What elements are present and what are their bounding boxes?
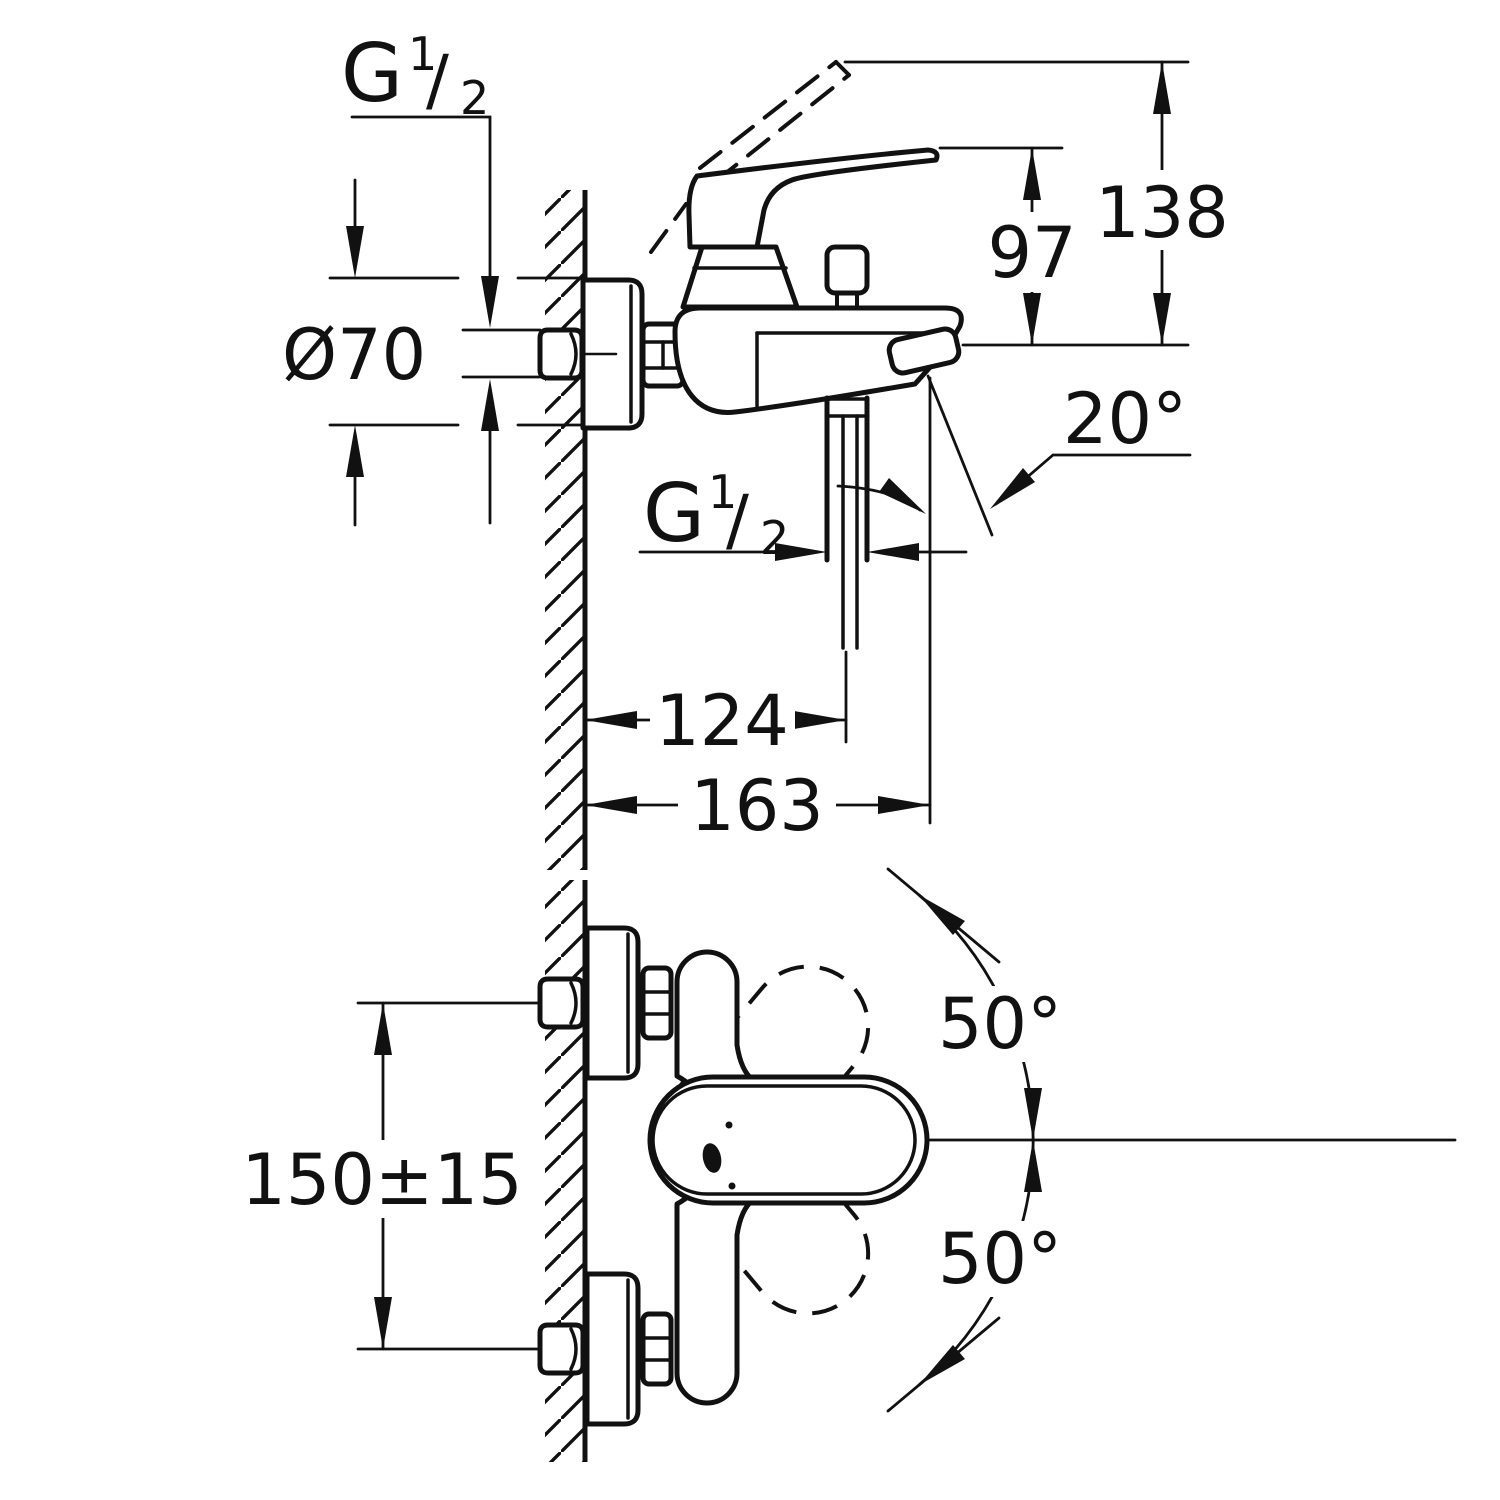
shower-thread-label-num: 1	[708, 465, 737, 519]
diverter-knob	[824, 244, 870, 296]
spout-angle-label: 20°	[1063, 378, 1187, 460]
connection-nut-front-bottom	[640, 1311, 674, 1387]
union-bolt-front-bottom	[537, 1322, 586, 1376]
front-view: 150±15 50° 50°	[241, 867, 1457, 1462]
lever-handle-inner-line	[651, 1084, 917, 1196]
shower-thread-label-slash: /	[726, 481, 749, 560]
escutcheon-diameter-label: Ø70	[282, 314, 426, 396]
handle-indicator-marks	[702, 1121, 736, 1190]
handle-raised-height-label: 138	[1095, 172, 1229, 254]
handle-swing-lower-label: 50°	[938, 1218, 1062, 1300]
inlet-thread-label-g: G	[341, 27, 403, 120]
escutcheon-front-top	[584, 925, 641, 1081]
union-bolt-cap-front-top	[569, 981, 578, 1025]
inlet-thread-label-slash: /	[426, 41, 449, 120]
temperature-indicator	[702, 1143, 722, 1173]
union-bolt-cap-side	[569, 332, 578, 376]
nut-facets-front-top	[641, 990, 673, 1016]
shower-thread-label-den: 2	[760, 511, 789, 565]
inlet-thread-label-den: 2	[460, 71, 489, 125]
union-bolt-cap-front-bottom	[569, 1327, 578, 1371]
shower-outlet-pipe	[824, 395, 870, 650]
wall-hatching-side	[545, 190, 588, 870]
diverter-stem	[835, 291, 859, 309]
lever-handle-front	[647, 1074, 930, 1206]
spout-inner-lines	[755, 331, 948, 408]
front-view-labels: 150±15 50° 50°	[241, 983, 1062, 1300]
spout-aerator	[886, 326, 962, 376]
side-view-text-masks	[650, 170, 1221, 841]
side-view-labels: G 1 / 2 Ø70 97 138 20° G 1 / 2 124 163	[282, 27, 1229, 847]
side-view: G 1 / 2 Ø70 97 138 20° G 1 / 2 124 163	[282, 27, 1229, 870]
connection-nut-front-top	[640, 965, 674, 1041]
handle-height-label: 97	[987, 212, 1076, 294]
wall-to-spout-tip-label: 163	[690, 765, 824, 847]
front-view-text-masks	[258, 986, 1064, 1297]
inlet-center-distance-label: 150±15	[241, 1139, 522, 1221]
escutcheon-front-bottom	[584, 1271, 641, 1427]
wall-to-shower-outlet-label: 124	[655, 680, 789, 762]
cartridge-dome-side	[680, 244, 800, 310]
lever-handle-side	[686, 147, 940, 250]
union-bolt-front-top	[537, 976, 586, 1030]
handle-swing-upper-label: 50°	[938, 983, 1062, 1065]
shower-thread-label-g: G	[643, 467, 705, 560]
inlet-thread-label-num: 1	[408, 27, 437, 81]
front-view-arrowheads	[374, 895, 1042, 1385]
side-view-arrowheads	[346, 62, 1171, 814]
nut-facets-front-bottom	[641, 1336, 673, 1362]
